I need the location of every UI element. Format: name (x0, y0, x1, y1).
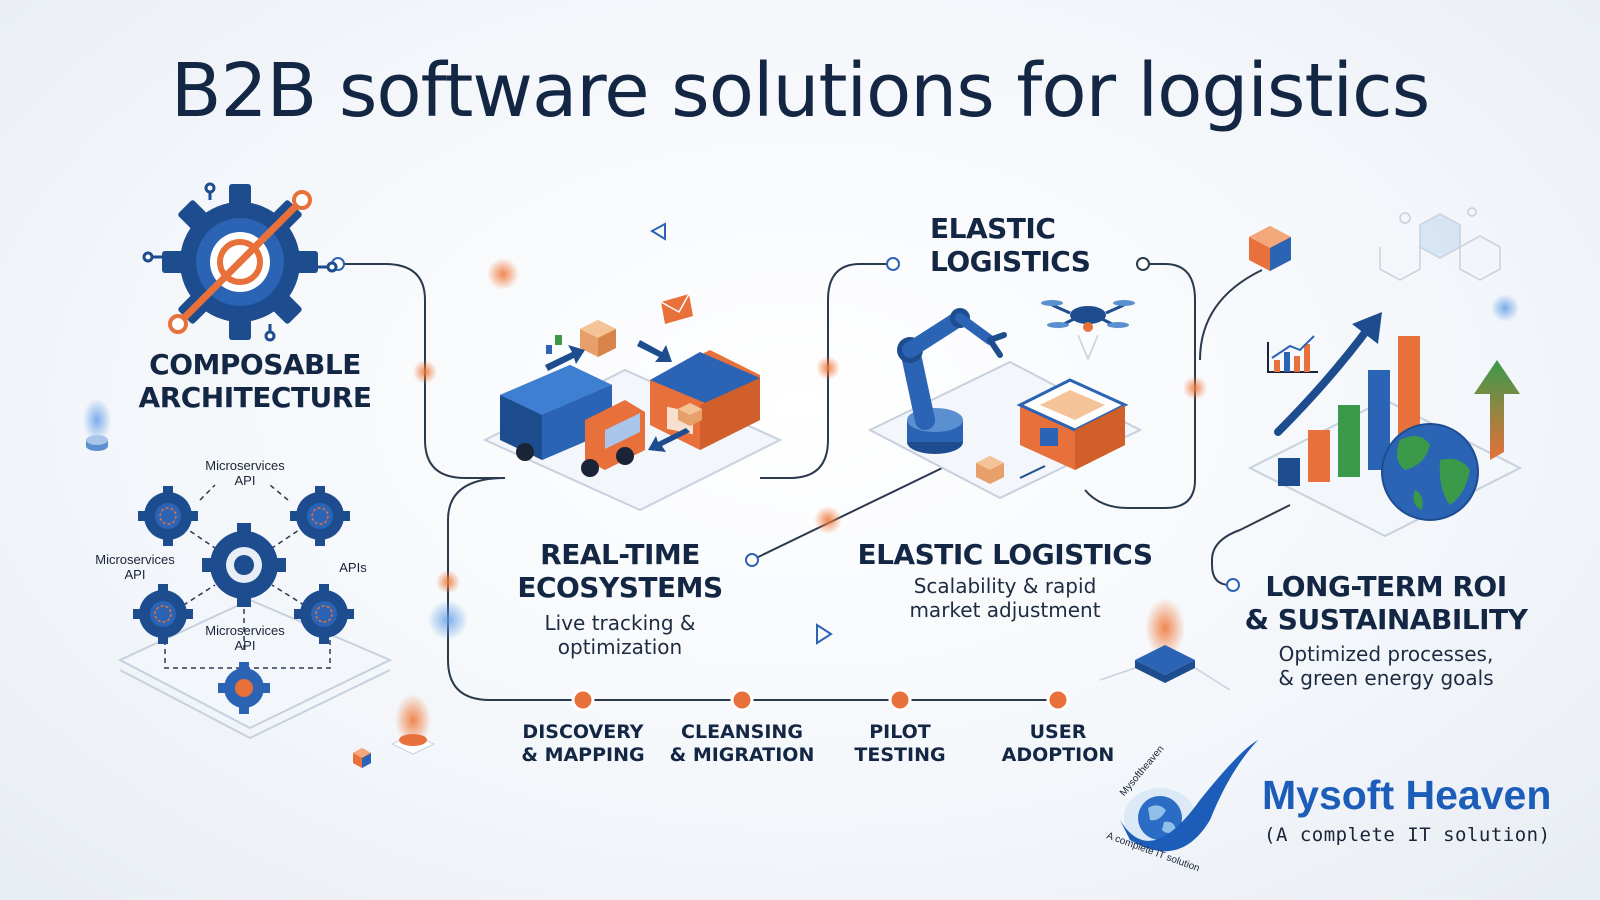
step-node-adoption (1046, 688, 1070, 712)
microservices-bottom-label: Microservices API (205, 623, 285, 653)
step-discovery: DISCOVERY & MAPPING (521, 721, 645, 766)
company-name: Mysoft Heaven (1262, 772, 1552, 818)
up-arrow-icon (1474, 360, 1520, 460)
microservice-gear-center (202, 523, 286, 607)
warehouse-icon (650, 350, 760, 450)
glowing-orange-pedestal-icon (390, 694, 436, 755)
cube-icon-large (1249, 226, 1291, 271)
parcel-small-icon (678, 403, 702, 426)
connector-roi-curve (1199, 269, 1263, 361)
elastic-top-heading: ELASTIC LOGISTICS (930, 212, 1091, 278)
connector-realtime-to-elastic (760, 263, 893, 479)
bars (1278, 336, 1420, 486)
envelope-icon (660, 293, 693, 324)
realtime-heading: REAL-TIME ECOSYSTEMS (517, 538, 723, 604)
elastic-description: Scalability & rapid market adjustment (909, 574, 1101, 622)
connector-glows (413, 258, 1519, 640)
microservice-gear-tl (138, 486, 198, 546)
step-adoption: USER ADOPTION (1001, 721, 1115, 766)
growth-chart-globe-icon (1247, 312, 1523, 538)
step-pilot: PILOT TESTING (854, 721, 946, 766)
step-cleansing: CLEANSING & MIGRATION (669, 721, 815, 766)
glowing-platform-icon (1099, 598, 1231, 691)
robot-arm-facility-icon (867, 300, 1143, 500)
microservice-gear-base (218, 662, 270, 714)
connector-roi-hook (1211, 504, 1291, 586)
microservice-gear-br (294, 584, 354, 644)
composable-gear-icon (142, 182, 338, 342)
drone-icon (1041, 300, 1135, 361)
glowing-pedestal-icon (83, 398, 111, 451)
flow-arrows (545, 340, 690, 452)
connector-elastic-to-roi (1084, 263, 1196, 509)
facility-icon (1016, 378, 1129, 470)
parcel-icon (580, 320, 616, 357)
cube-icon-small (353, 748, 371, 768)
triangle-icon (649, 222, 666, 241)
company-seal-logo (1120, 740, 1258, 852)
microservices-top-label: Microservices API (205, 458, 285, 488)
microservice-gear-bl (133, 584, 193, 644)
step-node-discovery (571, 688, 595, 712)
company-tagline: (A complete IT solution) (1264, 824, 1551, 846)
truck-warehouse-icon (482, 293, 783, 512)
apis-right-label: APIs (339, 560, 367, 575)
microservice-gear-tr (290, 486, 350, 546)
elastic-heading: ELASTIC LOGISTICS (857, 538, 1153, 571)
play-triangle-icon (816, 623, 833, 645)
realtime-description: Live tracking & optimization (544, 611, 696, 659)
parcel-icon-elastic (976, 456, 1004, 484)
trend-arrow-icon (1274, 322, 1374, 436)
robot-arm-icon (897, 308, 1007, 454)
composable-heading: COMPOSABLE ARCHITECTURE (138, 348, 372, 414)
step-node-pilot (888, 688, 912, 712)
microservices-diagram (117, 484, 393, 740)
roi-heading: LONG-TERM ROI & SUSTAINABILITY (1244, 570, 1528, 636)
roi-description: Optimized processes, & green energy goal… (1278, 642, 1494, 690)
globe-icon (1381, 423, 1479, 521)
microservices-left-label: Microservices API (95, 552, 175, 582)
page-title: B2B software solutions for logistics (170, 48, 1431, 134)
timeline-nodes (571, 688, 1070, 712)
step-node-cleansing (730, 688, 754, 712)
truck-icon (500, 365, 645, 477)
mini-bar-chart-icon (1267, 335, 1318, 373)
